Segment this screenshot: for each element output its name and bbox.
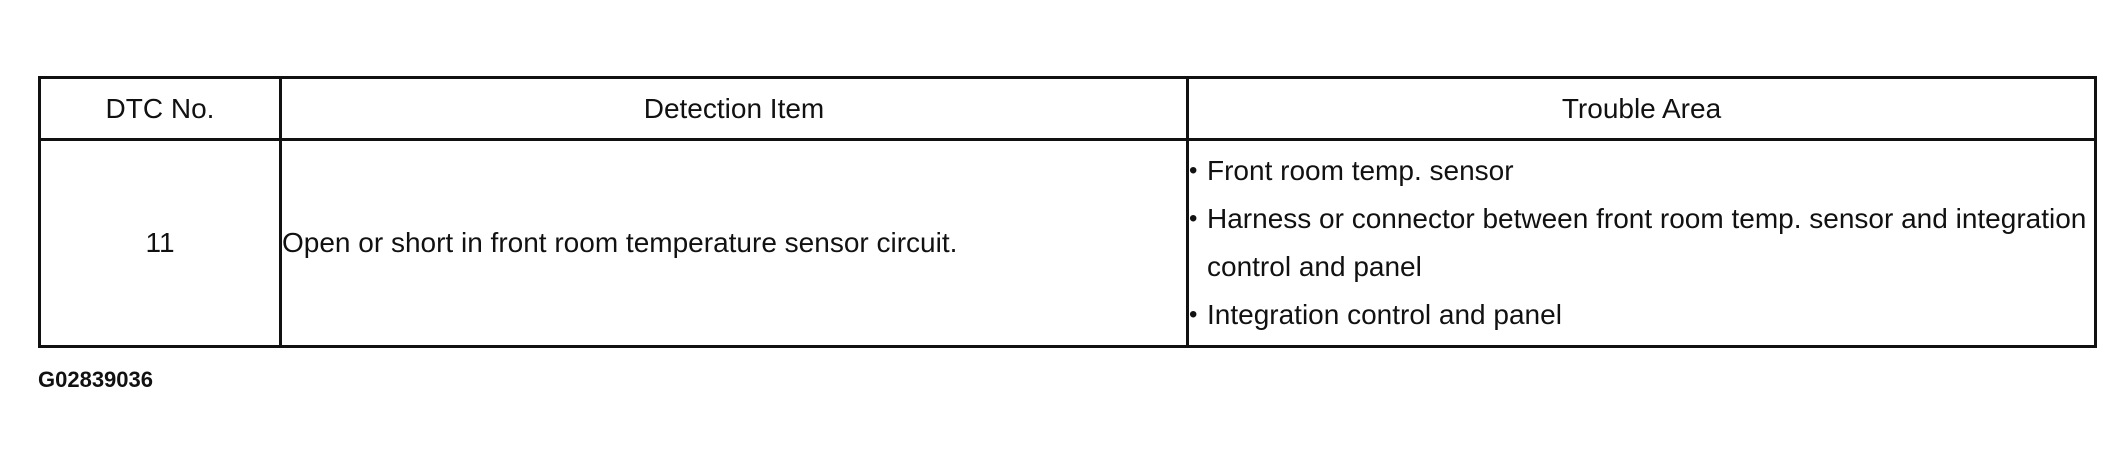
list-item: • Integration control and panel — [1189, 291, 2094, 339]
detection-item-cell: Open or short in front room temperature … — [279, 138, 1189, 348]
bullet-icon: • — [1189, 301, 1198, 328]
header-dtc-no: DTC No. — [38, 76, 282, 141]
table-header-row: DTC No. Detection Item Trouble Area — [38, 76, 2097, 141]
trouble-area-text: Integration control and panel — [1207, 299, 1562, 330]
trouble-area-text: Harness or connector between front room … — [1207, 203, 2087, 282]
dtc-table: DTC No. Detection Item Trouble Area 11 O… — [38, 76, 2097, 348]
header-trouble-area: Trouble Area — [1186, 76, 2097, 141]
header-detection-item: Detection Item — [279, 76, 1189, 141]
table-row: 11 Open or short in front room temperatu… — [38, 138, 2097, 348]
bullet-icon: • — [1189, 157, 1198, 184]
bullet-icon: • — [1189, 205, 1198, 232]
list-item: • Front room temp. sensor — [1189, 147, 2094, 195]
trouble-area-cell: • Front room temp. sensor • Harness or c… — [1186, 138, 2097, 348]
dtc-table-container: DTC No. Detection Item Trouble Area 11 O… — [38, 76, 2097, 348]
trouble-area-list: • Front room temp. sensor • Harness or c… — [1189, 147, 2094, 339]
trouble-area-text: Front room temp. sensor — [1207, 155, 1514, 186]
figure-id: G02839036 — [38, 367, 153, 392]
list-item: • Harness or connector between front roo… — [1189, 195, 2094, 291]
dtc-number-cell: 11 — [38, 138, 282, 348]
